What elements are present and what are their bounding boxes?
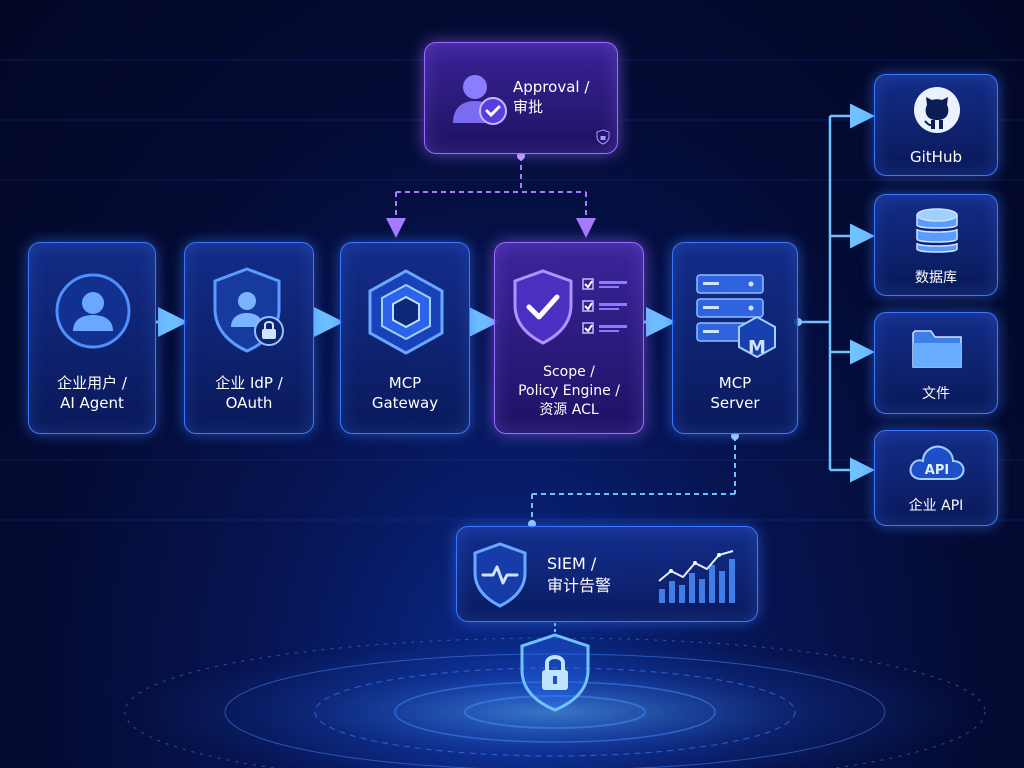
checklist-icon <box>582 278 627 334</box>
mcp-server-label: MCP Server <box>710 374 760 412</box>
target-github[interactable]: GitHub <box>874 74 998 176</box>
target-enterprise-api-label: 企业 API <box>908 498 964 514</box>
enterprise-user-node[interactable]: 企业用户 / AI Agent <box>28 242 156 434</box>
mcp-gateway-label: MCP Gateway <box>371 374 439 412</box>
shield-user-lock-icon <box>213 267 284 353</box>
database-icon <box>916 208 958 253</box>
analytics-chart-icon <box>658 550 735 603</box>
github-icon <box>914 87 960 133</box>
cloud-icon <box>909 445 965 480</box>
approval-connector <box>386 156 596 238</box>
enterprise-user-label: 企业用户 / AI Agent <box>57 374 127 412</box>
target-files-label: 文件 <box>922 386 950 402</box>
user-icon <box>55 273 131 349</box>
shield-check-icon <box>513 269 573 345</box>
user-approved-icon <box>453 75 507 125</box>
approval-node[interactable]: Approval / 审批 <box>424 42 618 154</box>
security-lock-shield-icon <box>520 633 590 712</box>
target-github-label: GitHub <box>910 148 962 166</box>
policy-engine-label: Scope / Policy Engine / 资源 ACL <box>518 364 620 418</box>
approval-label: Approval / 审批 <box>513 78 590 116</box>
server-target-connectors <box>798 103 875 483</box>
server-badge-letter: M <box>748 337 766 358</box>
lock-icon <box>596 129 610 145</box>
target-enterprise-api[interactable]: API 企业 API <box>874 430 998 526</box>
idp-node[interactable]: 企业 IdP / OAuth <box>184 242 314 434</box>
siem-connector <box>531 436 736 524</box>
shield-heartbeat-icon <box>473 542 527 608</box>
mcp-gateway-node[interactable]: MCP Gateway <box>340 242 470 434</box>
target-database[interactable]: 数据库 <box>874 194 998 296</box>
api-badge-text: API <box>924 463 950 478</box>
siem-label: SIEM / 审计告警 <box>547 554 612 595</box>
siem-node[interactable]: SIEM / 审计告警 <box>456 526 758 622</box>
policy-engine-node[interactable]: Scope / Policy Engine / 资源 ACL <box>494 242 644 434</box>
server-icon <box>696 274 776 359</box>
target-database-label: 数据库 <box>915 270 957 286</box>
hexagon-gateway-icon <box>368 269 444 355</box>
folder-icon <box>912 330 962 368</box>
target-files[interactable]: 文件 <box>874 312 998 414</box>
idp-label: 企业 IdP / OAuth <box>215 374 283 412</box>
mcp-server-node[interactable]: M MCP Server <box>672 242 798 434</box>
